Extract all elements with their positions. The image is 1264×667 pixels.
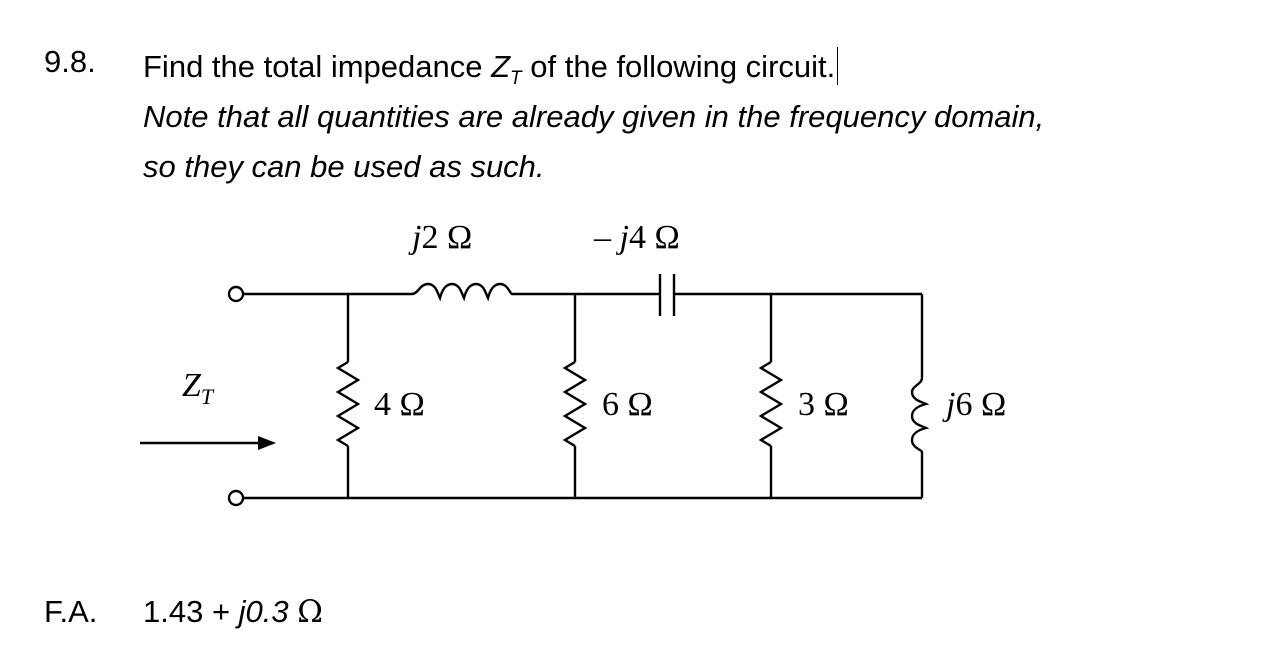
shunt-resistor-3-zigzag <box>758 360 784 448</box>
answer-unit: Ω <box>297 594 323 630</box>
problem-text-before: Find the total impedance <box>143 49 492 84</box>
problem-line-1: Find the total impedance ZT of the follo… <box>143 42 1044 92</box>
problem-text-after: of the following circuit. <box>521 49 836 84</box>
input-terminal-top <box>227 285 245 303</box>
input-terminal-bottom <box>227 489 245 507</box>
impedance-symbol-subscript: T <box>510 68 522 89</box>
shunt-resistor-3-label: 3 Ω <box>798 386 849 423</box>
answer-real-part: 1.43 + <box>143 594 239 629</box>
shunt-resistor-1-label: 4 Ω <box>374 386 425 423</box>
series-inductor-coil <box>411 282 513 302</box>
problem-number: 9.8. <box>44 44 96 79</box>
shunt-resistor-1-zigzag <box>335 360 361 448</box>
problem-statement: Find the total impedance ZT of the follo… <box>143 42 1044 192</box>
input-arrow-head <box>258 436 276 450</box>
answer-imag-part: j0.3 <box>238 594 298 629</box>
impedance-symbol: Z <box>491 49 511 84</box>
input-impedance-label: ZT <box>182 367 215 409</box>
final-answer-value: 1.43 + j0.3 Ω <box>143 592 323 632</box>
problem-note-line-1: Note that all quantities are already giv… <box>143 99 1045 134</box>
final-answer-label: F.A. <box>44 594 98 629</box>
shunt-inductor-label: j6 Ω <box>942 386 1006 423</box>
problem-note-line-2: so they can be used as such. <box>143 149 545 184</box>
series-capacitor-label: – j4 Ω <box>593 219 680 256</box>
shunt-resistor-2-zigzag <box>562 360 588 448</box>
shunt-resistor-2-label: 6 Ω <box>602 386 653 423</box>
text-cursor <box>837 47 839 85</box>
shunt-inductor-coil <box>910 377 930 453</box>
series-inductor-label: j2 Ω <box>408 219 472 256</box>
